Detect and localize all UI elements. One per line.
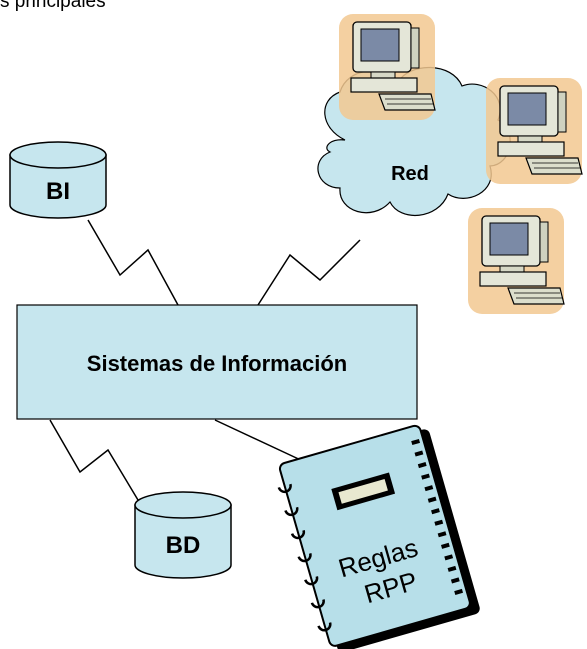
connector-system-to-rules	[214, 419, 306, 463]
central-system-box: Sistemas de Información	[16, 304, 418, 420]
database-cylinder-bd: BD	[134, 491, 232, 579]
network-label: Red	[391, 163, 429, 185]
rules-book-icon: Reglas RPP	[277, 424, 480, 649]
central-system-label: Sistemas de Información	[87, 351, 347, 376]
connector-network-to-system	[257, 239, 361, 306]
connector-system-to-bd	[49, 419, 139, 501]
computer-icon-3	[467, 207, 565, 315]
computer-icon-2	[485, 77, 583, 185]
database-cylinder-bi: BI	[9, 141, 107, 219]
database-label-bi: BI	[46, 178, 70, 205]
header-partial-text: s principales	[0, 0, 106, 12]
database-label-bd: BD	[166, 532, 201, 559]
connector-bi-to-system	[87, 219, 179, 306]
computer-icon-1	[338, 13, 436, 121]
